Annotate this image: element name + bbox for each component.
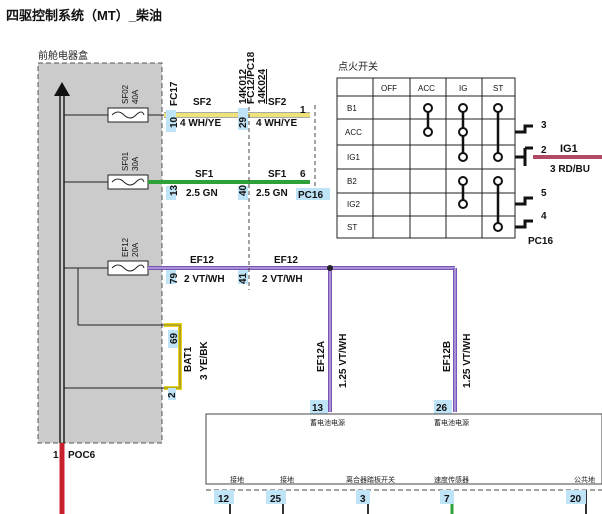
label-ef12-left-pin: 79 [169, 272, 180, 284]
label-ef12b-spec: 1.25 VT/WH [462, 334, 473, 388]
switch-row-ig1: IG1 [347, 153, 360, 162]
page-title: 四驱控制系统（MT）_柴油 [6, 8, 162, 23]
module-pin-25: 25 [270, 494, 282, 505]
fuse-sf01-rating: 30A [131, 156, 140, 171]
switch-row-b1: B1 [347, 104, 357, 113]
label-sf1-right-conn: PC16 [298, 190, 323, 201]
fuse-sf02: SF02 40A [64, 84, 164, 123]
label-sf2-left-name: SF2 [193, 97, 212, 108]
label-poc6-pin: 1 [53, 450, 59, 461]
module-pin-7-label: 速度传感器 [434, 475, 469, 484]
fuse-ef12: EF12 20A [64, 237, 164, 326]
switch-connector: PC16 [528, 236, 553, 247]
label-sf2-left-spec: 4 WH/YE [180, 118, 221, 129]
label-sf2-right-spec: 4 WH/YE [256, 118, 297, 129]
label-ef12a-func: 蓄电池电源 [310, 418, 345, 427]
module-pin-3-label: 离合器踏板开关 [346, 475, 395, 484]
module-pin-12-label: 接地 [230, 475, 244, 484]
label-ef12-right-name: EF12 [274, 255, 298, 266]
fuse-box-label: 前舱电器盒 [38, 49, 88, 62]
module-pin-7: 7 [444, 494, 450, 505]
module-pin-25-label: 接地 [280, 475, 294, 484]
label-ef12b-pin: 26 [436, 403, 448, 414]
switch-row-ig2: IG2 [347, 200, 360, 209]
wire-ef12a [327, 265, 333, 412]
wire-poc6: 1 POC6 [53, 443, 96, 514]
fuse-ef12-id: EF12 [121, 237, 130, 257]
label-ef12a-spec: 1.25 VT/WH [338, 334, 349, 388]
switch-row-st: ST [347, 223, 357, 232]
switch-col-ig: IG [459, 84, 467, 93]
fuse-sf02-rating: 40A [131, 89, 140, 104]
label-sf1-left-name: SF1 [195, 169, 214, 180]
label-ef12-left-name: EF12 [190, 255, 214, 266]
module-pin-20: 20 [570, 494, 582, 505]
label-sf1-left-spec: 2.5 GN [186, 188, 218, 199]
switch-out-pin-4: 4 [541, 211, 547, 222]
switch-col-acc: ACC [418, 84, 435, 93]
label-bat1-top-pin: 69 [169, 332, 180, 344]
switch-out-pin-5: 5 [541, 188, 547, 199]
label-sf1-right-name: SF1 [268, 169, 287, 180]
module-pin-3: 3 [360, 494, 366, 505]
label-ef12-mid-pin: 41 [238, 272, 249, 284]
label-sf1-left-pin: 13 [169, 184, 180, 196]
module-pin-12: 12 [218, 494, 230, 505]
switch-row-b2: B2 [347, 177, 357, 186]
switch-out-pin-3: 3 [541, 120, 547, 131]
label-sf2-mid-pin: 29 [238, 116, 249, 128]
label-sf2-right-pin: 1 [300, 105, 306, 116]
switch-out-ig1-spec: 3 RD/BU [550, 164, 590, 175]
label-ef12a-pin: 13 [312, 403, 324, 414]
fuse-ef12-rating: 20A [131, 242, 140, 257]
label-ef12b-func: 蓄电池电源 [434, 418, 469, 427]
switch-row-acc: ACC [345, 128, 362, 137]
switch-out-ig1-name: IG1 [560, 143, 578, 155]
wire-sf2 [164, 112, 310, 118]
label-sf2-left-conn: FC17 [169, 81, 180, 106]
label-bat1-name: BAT1 [183, 346, 194, 372]
switch-col-off: OFF [381, 84, 397, 93]
module-pin-20-label: 公共地 [574, 475, 595, 484]
busbar-arrow-icon [54, 82, 70, 96]
label-sf1-right-pin: 6 [300, 169, 306, 180]
label-sf2-left-pin: 10 [169, 116, 180, 128]
fuse-sf01-id: SF01 [121, 151, 130, 171]
ignition-switch-title: 点火开关 [338, 60, 378, 73]
switch-out-pin-2: 2 [541, 145, 547, 156]
ignition-outputs: 3 2 5 4 IG1 3 RD/BU PC16 [515, 120, 602, 247]
ignition-switch: 点火开关 OFF ACC IG ST B1 ACC IG1 B2 IG2 ST [336, 60, 516, 239]
fuse-sf02-id: SF02 [121, 84, 130, 104]
label-ef12a-name: EF12A [316, 341, 327, 372]
label-ef12-right-spec: 2 VT/WH [262, 274, 303, 285]
label-poc6-conn: POC6 [68, 450, 96, 461]
fuse-box: 前舱电器盒 [37, 49, 163, 444]
label-ef12-left-spec: 2 VT/WH [184, 274, 225, 285]
label-bat1-spec: 3 YE/BK [199, 341, 210, 380]
label-sf2-right-name: SF2 [268, 97, 287, 108]
label-sf1-right-spec: 2.5 GN [256, 188, 288, 199]
label-ef12b-name: EF12B [442, 341, 453, 372]
label-sf2-mid-label1: 14K012 [238, 69, 249, 104]
label-sf2-mid-label2: FC12/PC18 [246, 51, 257, 104]
label-bat1-bottom-pin: 2 [167, 392, 178, 398]
label-sf2-mid-label3: 14K024 [257, 69, 268, 104]
label-sf1-mid-pin: 40 [238, 184, 249, 196]
four-wd-module: 接地 接地 离合器踏板开关 速度传感器 公共地 12 25 3 7 20 [205, 413, 602, 514]
switch-col-st: ST [493, 84, 503, 93]
